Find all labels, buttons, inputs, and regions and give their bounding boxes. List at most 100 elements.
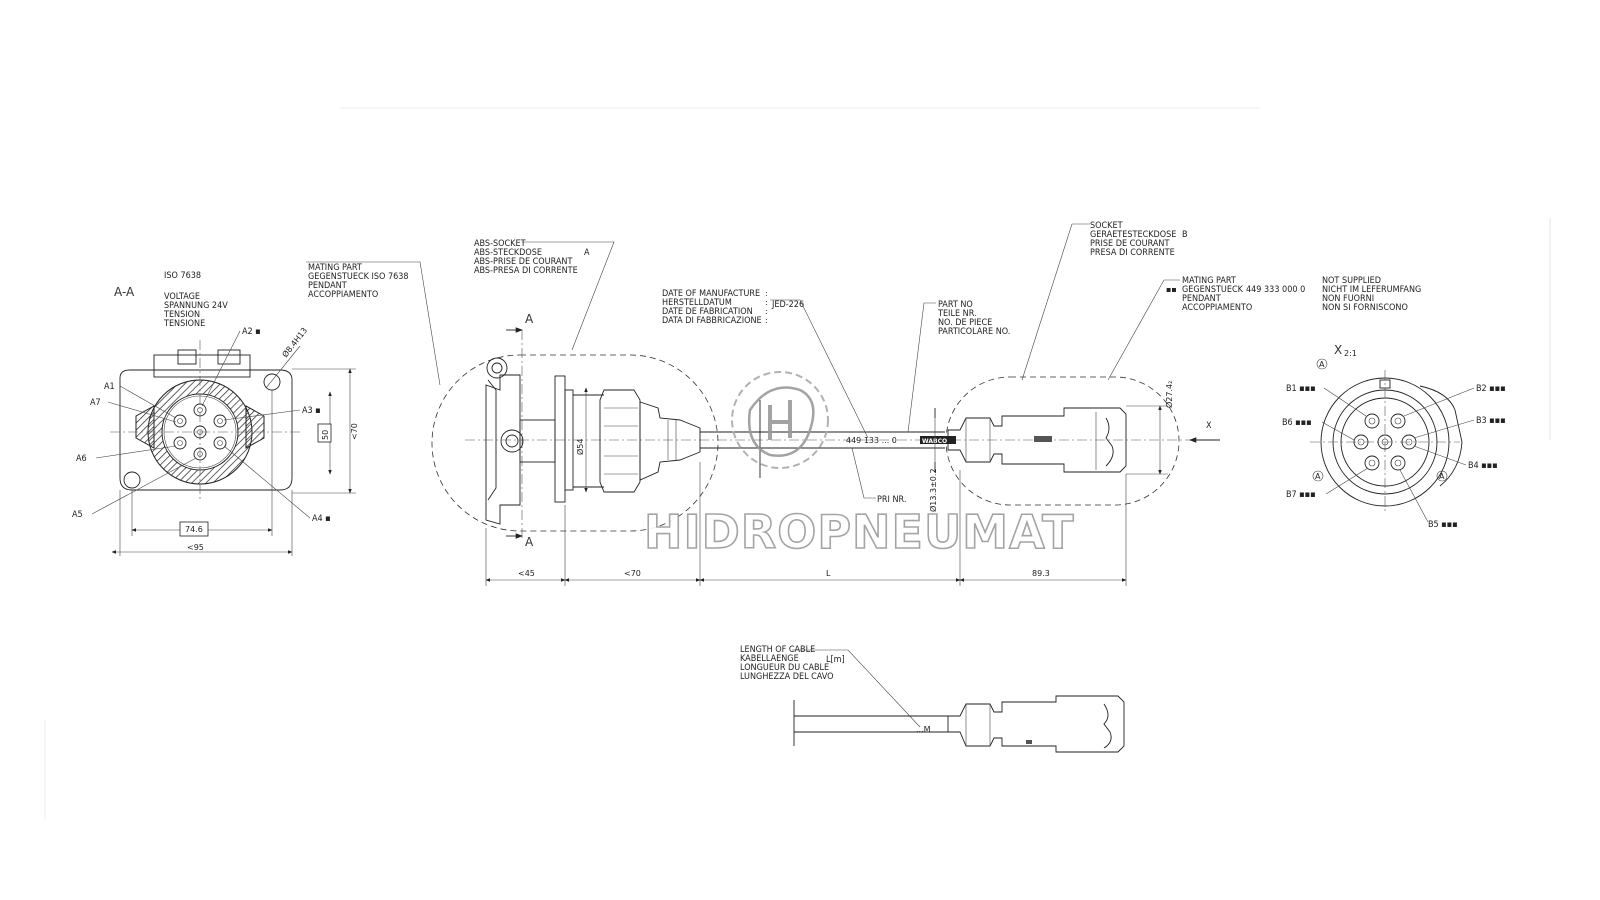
colon: : (765, 307, 768, 316)
note-line: ABS-PRISE DE COURANT (474, 257, 572, 267)
view-x-scale: 2:1 (1344, 349, 1357, 358)
note-line: LUNGHEZZA DEL CAVO (740, 672, 834, 682)
socket-letter-a: A (584, 248, 590, 258)
dim-height: <70 (350, 423, 359, 440)
note-line: ABS-PRESA DI CORRENTE (474, 266, 578, 276)
pin-label-b5: B5 ▪▪▪ (1428, 520, 1458, 530)
cable-length-detail: LENGTH OF CABLE KABELLAENGE LONGUEUR DU … (740, 645, 1125, 753)
note-line: DATA DI FABBRICAZIONE (662, 316, 762, 326)
voltage-line-1: VOLTAGE (164, 292, 200, 302)
section-mark-top: A (525, 312, 534, 326)
note-line: NICHT IM LEFERUMFANG (1322, 285, 1421, 295)
cable-part-number: 449 133 ... 0 (846, 436, 897, 445)
pin-label-b2: B2 ▪▪▪ (1476, 384, 1506, 394)
socket-cover (487, 379, 497, 501)
section-rib (135, 405, 155, 449)
contact-pins (1353, 413, 1417, 471)
view-x-marker: A (1315, 472, 1321, 481)
pin-label-a4: A4 ▪ (312, 514, 331, 524)
note-line: PRISE DE COURANT (1090, 239, 1169, 249)
cable-connector (947, 695, 1125, 753)
note-line: GERAETESTECKDOSE (1090, 230, 1176, 240)
dim-cable-diameter: Ø13.3±0.2 (928, 468, 938, 512)
note-line: SOCKET (1090, 221, 1123, 231)
pin-label-b1: B1 ▪▪▪ (1286, 384, 1316, 394)
socket-flange (485, 374, 521, 525)
view-x-arrow-label: X (1206, 421, 1212, 431)
date-value: JED-226 (771, 300, 804, 310)
section-title: A-A (114, 285, 135, 299)
voltage-line-3: TENSION (163, 310, 200, 320)
strain-relief (639, 401, 701, 481)
note-line: HERSTELLDATUM (662, 298, 732, 308)
note-line: PART NO (938, 300, 973, 310)
note-line: ACCOPPIAMENTO (1182, 303, 1252, 313)
part-no-note: PART NO TEILE NR. NO. DE PIECE PARTICOLA… (851, 300, 1010, 505)
view-x-marker: A (1319, 360, 1325, 369)
colon: : (765, 316, 768, 325)
flange-outline (119, 369, 293, 491)
section-rib (245, 405, 265, 449)
pin-label-a5: A5 (72, 510, 83, 520)
view-x-title: X (1334, 343, 1342, 357)
note-line: MATING PART (1182, 276, 1236, 286)
cable-length-marker: ...M (916, 725, 931, 734)
pin-label-a7: A7 (90, 398, 101, 408)
socket-latch (177, 349, 197, 365)
pin-label-a6: A6 (76, 454, 87, 464)
note-line: LENGTH OF CABLE (740, 645, 815, 655)
note-line: NON SI FORNISCONO (1322, 303, 1408, 313)
socket-top (153, 354, 251, 378)
dim-diameter-27: Ø27.4₂ (1164, 381, 1174, 408)
mating-part-right-note: MATING PART GEGENSTUECK PENDANT ACCOPPIA… (1107, 276, 1421, 381)
dim-width: <95 (187, 543, 204, 552)
note-line: KABELLAENGE (740, 654, 799, 664)
socket-plate (554, 375, 566, 503)
note-line: TEILE NR. (937, 309, 977, 319)
note-line: PENDANT (1182, 294, 1221, 304)
date-of-manufacture-note: DATE OF MANUFACTURE HERSTELLDATUM DATE D… (662, 289, 869, 439)
dim-bottom-3: L (826, 569, 831, 578)
abs-socket-note: ABS-SOCKET ABS-STECKDOSE ABS-PRISE DE CO… (474, 239, 615, 351)
socket-latch (217, 349, 241, 365)
pin-label-a1: A1 (104, 382, 115, 392)
pin-label-b3: B3 ▪▪▪ (1476, 416, 1506, 426)
latch-icon (500, 429, 524, 453)
pin-label-b6: B6 ▪▪▪ (1282, 418, 1312, 428)
marker: ▪▪ (1166, 285, 1177, 294)
cable-nut (599, 389, 641, 493)
note-line: GEGENSTUECK (1182, 285, 1244, 295)
socket-b-body (947, 407, 1127, 473)
dim-bottom-2: <70 (624, 569, 641, 578)
socket-a-envelope (431, 354, 719, 532)
standard-label: ISO 7638 (164, 271, 201, 281)
pin-label-b7: B7 ▪▪▪ (1286, 490, 1316, 500)
mating-part-number: 449 333 000 0 (1246, 285, 1305, 295)
note-line: PRESA DI CORRENTE (1090, 248, 1175, 258)
socket-b-envelope (945, 376, 1180, 506)
dim-diameter-54: Ø54 (575, 439, 585, 455)
note-line: DATE OF MANUFACTURE (662, 289, 760, 299)
colon: : (765, 289, 768, 298)
note-line: GEGENSTUECK ISO 7638 (308, 272, 409, 282)
section-view-a-a: A-A ISO 7638 VOLTAGE SPANNUNG 24V TENSIO… (72, 271, 359, 556)
pri-number-label: PRI NR. (877, 495, 906, 505)
colon: : (765, 298, 768, 307)
cable-length-unit: L[m] (826, 655, 845, 665)
note-line: MATING PART (308, 263, 362, 273)
watermark: HIDROPNEUMAT (643, 371, 1074, 560)
note-line: LONGUEUR DU CABLE (740, 663, 829, 673)
dim-width-box: 74.6 (185, 525, 203, 534)
note-line: NO. DE PIECE (938, 318, 992, 328)
note-line: PARTICOLARE NO. (938, 327, 1010, 337)
watermark-logo-icon (731, 371, 829, 469)
view-x-marker: A (1439, 472, 1445, 481)
side-view: A A Ø54 449 133 ... 0 WABCO (431, 312, 1220, 586)
socket-b-latch (1105, 417, 1114, 467)
dim-height-box: 50 (321, 430, 330, 440)
view-x: X 2:1 A A A B1 ▪▪▪ B2 ▪▪▪ B3 ▪▪▪ B4 ▪▪▪ (1282, 343, 1506, 530)
note-line: NON FUORNI (1322, 294, 1374, 304)
section-mark-bottom: A (525, 535, 534, 549)
pin-label-a3: A3 ▪ (302, 406, 321, 416)
